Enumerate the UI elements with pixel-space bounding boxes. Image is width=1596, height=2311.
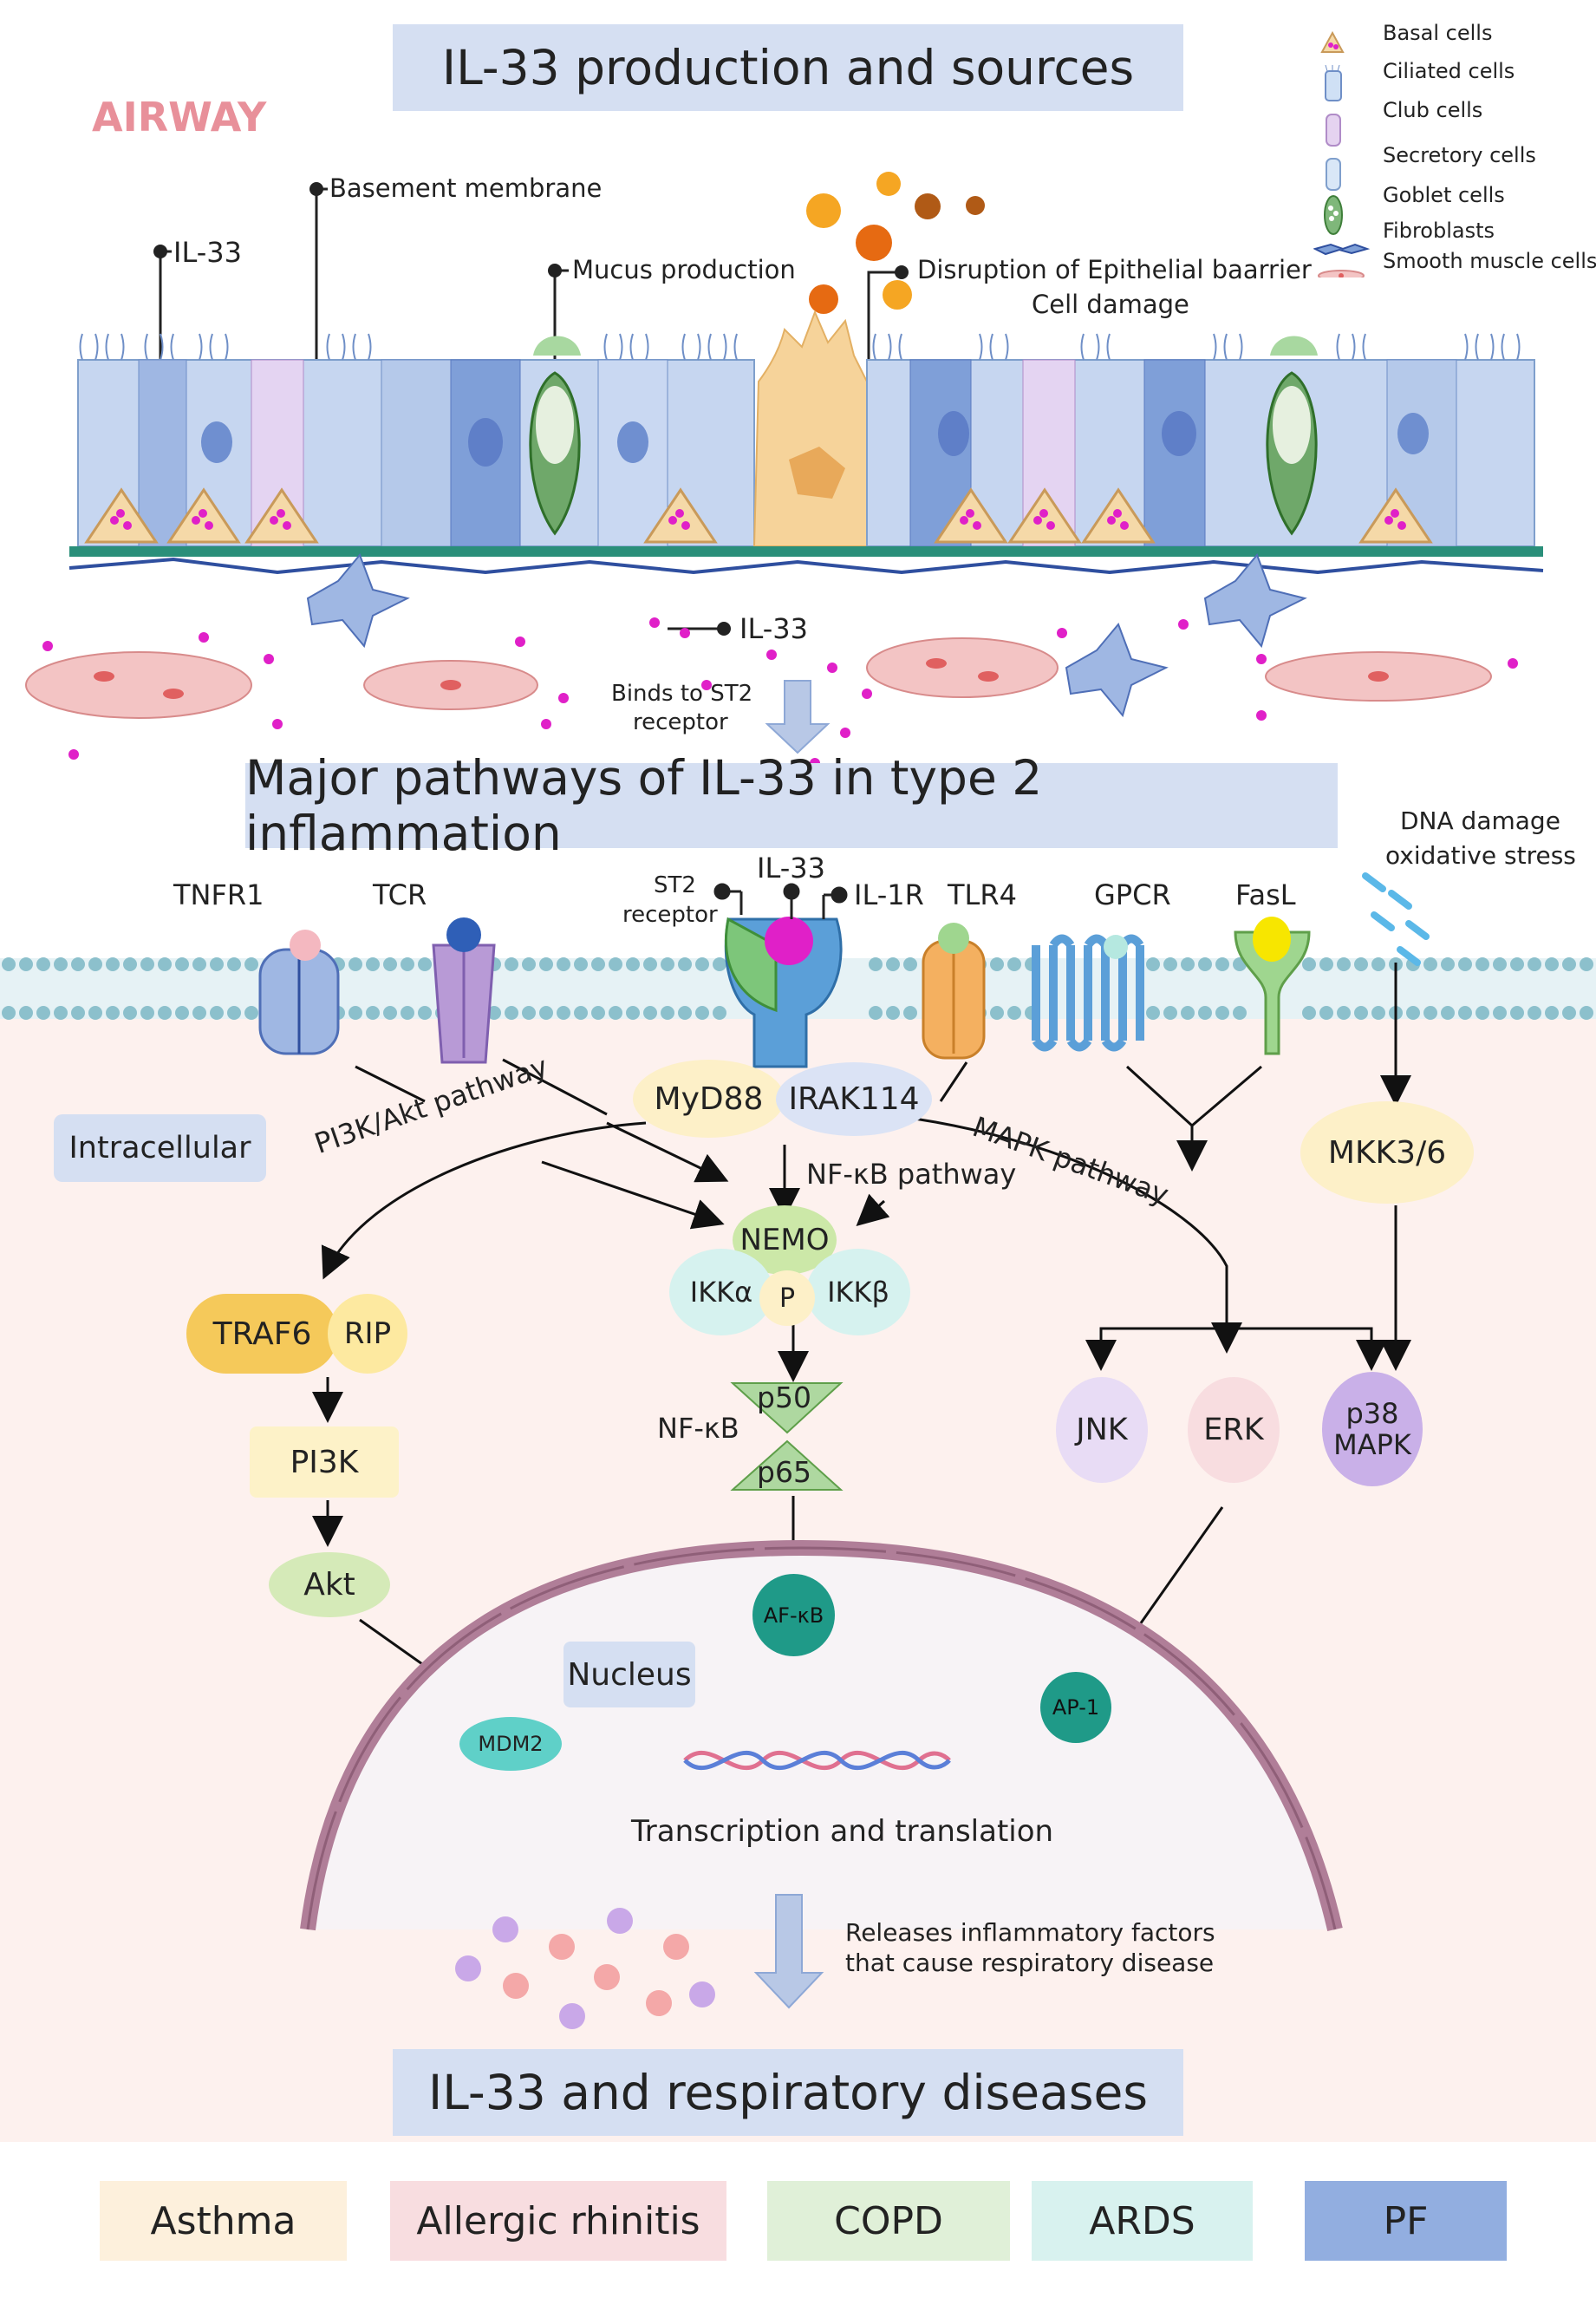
production-title: IL-33 production and sources — [441, 40, 1135, 95]
disease-asthma: Asthma — [100, 2181, 347, 2261]
fibroblast-icon — [1313, 243, 1371, 256]
label-st2-line2: receptor — [622, 902, 718, 928]
binds-st2-line2: receptor — [633, 709, 728, 735]
legend-secretory-cells: Secretory cells — [1383, 143, 1536, 167]
ap1-node: AP-1 — [1040, 1672, 1111, 1743]
phospho-node: P — [759, 1270, 815, 1326]
dna-helix — [683, 1750, 951, 1771]
p38-mapk-node: p38 MAPK — [1322, 1372, 1423, 1486]
st2-il1r-complex — [724, 917, 843, 1068]
label-st2-line1: ST2 — [654, 872, 696, 898]
st2-il33-il1r-pointers — [713, 883, 848, 919]
damage-particles — [806, 172, 985, 314]
fasl-receptor — [1234, 917, 1311, 1055]
traf6-node: TRAF6 — [186, 1294, 338, 1374]
smooth-muscle-cell-icon — [1318, 270, 1365, 277]
callout-mucus-production: Mucus production — [572, 255, 796, 284]
smooth-muscle-cells — [25, 637, 1492, 719]
diseases-title: IL-33 and respiratory diseases — [428, 2065, 1148, 2120]
ciliated-cell-icon — [1325, 64, 1342, 101]
mkk-node: MKK3/6 — [1300, 1101, 1474, 1204]
myd88-node: MyD88 — [633, 1060, 785, 1138]
akt-node: Akt — [269, 1552, 390, 1617]
legend-fibroblasts: Fibroblasts — [1383, 219, 1495, 243]
afkb-node: AF-κB — [752, 1574, 835, 1656]
pathways-title: Major pathways of IL-33 in type 2 inflam… — [245, 750, 1043, 861]
tlr4-receptor — [922, 923, 986, 1060]
pathway-arrows — [312, 963, 1411, 1703]
irak-node: IRAK114 — [776, 1062, 932, 1136]
label-il1r: IL-1R — [854, 878, 924, 911]
label-tnfr1: TNFR1 — [173, 878, 264, 911]
club-cell-icon — [1326, 114, 1341, 147]
label-fasl: FasL — [1235, 878, 1296, 911]
label-il33-receptor: IL-33 — [757, 852, 825, 885]
damaged-cell — [752, 310, 868, 547]
legend-smooth-muscle-cells: Smooth muscle cells — [1383, 249, 1596, 273]
legend-club-cells: Club cells — [1383, 98, 1483, 122]
epithelium-right — [866, 336, 1535, 547]
binds-st2-line1: Binds to ST2 — [611, 681, 753, 707]
gpcr-receptor — [1032, 934, 1144, 1052]
bind-arrow — [765, 680, 831, 754]
legend-goblet-cells: Goblet cells — [1383, 183, 1505, 207]
airway-label: AIRWAY — [92, 94, 267, 140]
ikkb-node: IKKβ — [806, 1249, 910, 1335]
pi3k-node: PI3K — [250, 1426, 399, 1498]
callout-disruption: Disruption of Epithelial baarrier — [917, 255, 1312, 284]
erk-node: ERK — [1188, 1377, 1280, 1483]
pathways-title-box: Major pathways of IL-33 in type 2 inflam… — [245, 750, 1338, 861]
legend-ciliated-cells: Ciliated cells — [1383, 59, 1515, 83]
legend-icons — [1313, 30, 1371, 277]
ikka-node: IKKα — [669, 1249, 773, 1335]
label-dna-damage: DNA damage — [1400, 806, 1560, 835]
epithelium-left — [77, 336, 755, 547]
airway-illustration — [25, 172, 1544, 763]
mdm2-node: MDM2 — [459, 1717, 562, 1771]
disease-allergic-rhinitis: Allergic rhinitis — [390, 2181, 726, 2261]
cell-legend: Basal cells Ciliated cells Club cells Se… — [1313, 17, 1596, 277]
jnk-node: JNK — [1056, 1377, 1148, 1483]
label-gpcr: GPCR — [1094, 878, 1171, 911]
label-tcr: TCR — [373, 878, 427, 911]
nfkb-label: NF-κB — [657, 1412, 739, 1445]
transcription-label: Transcription and translation — [631, 1814, 1054, 1849]
releases-line1: Releases inflammatory factors — [845, 1918, 1215, 1947]
tnfr1-receptor — [258, 930, 340, 1055]
disease-copd: COPD — [767, 2181, 1010, 2261]
label-oxidative-stress: oxidative stress — [1385, 841, 1576, 870]
disease-pf: PF — [1305, 2181, 1507, 2261]
release-arrow — [753, 1894, 824, 2009]
callout-cell-damage: Cell damage — [1032, 290, 1189, 319]
secretory-cell-icon — [1326, 158, 1341, 191]
nucleus-label: Nucleus — [563, 1642, 695, 1707]
intracellular-label: Intracellular — [54, 1114, 266, 1182]
callout-basement-membrane: Basement membrane — [329, 173, 603, 203]
p50-label: p50 — [757, 1381, 811, 1414]
inflammatory-factors — [455, 1908, 715, 2029]
basal-cell-icon — [1320, 30, 1345, 53]
diseases-title-box: IL-33 and respiratory diseases — [393, 2049, 1183, 2136]
callout-il33-released: IL-33 — [739, 612, 808, 645]
label-tlr4: TLR4 — [948, 878, 1017, 911]
releases-line2: that cause respiratory disease — [845, 1949, 1215, 1977]
p65-label: p65 — [757, 1455, 811, 1489]
basement-membrane — [68, 546, 1544, 575]
rip-node: RIP — [328, 1294, 407, 1374]
cilia — [79, 333, 1521, 361]
goblet-cell-icon — [1324, 195, 1343, 235]
legend-basal-cells: Basal cells — [1383, 21, 1493, 45]
nfkb-pathway-label: NF-κB pathway — [806, 1158, 1017, 1191]
disease-ards: ARDS — [1032, 2181, 1253, 2261]
dna-damage-particles — [1362, 872, 1430, 966]
callout-il33: IL-33 — [173, 236, 242, 269]
tcr-receptor — [432, 917, 496, 1064]
il33-particles — [42, 617, 1518, 763]
p50-p65-dimer — [730, 1382, 844, 1491]
production-title-box: IL-33 production and sources — [393, 24, 1183, 111]
fibroblasts — [306, 553, 1307, 718]
